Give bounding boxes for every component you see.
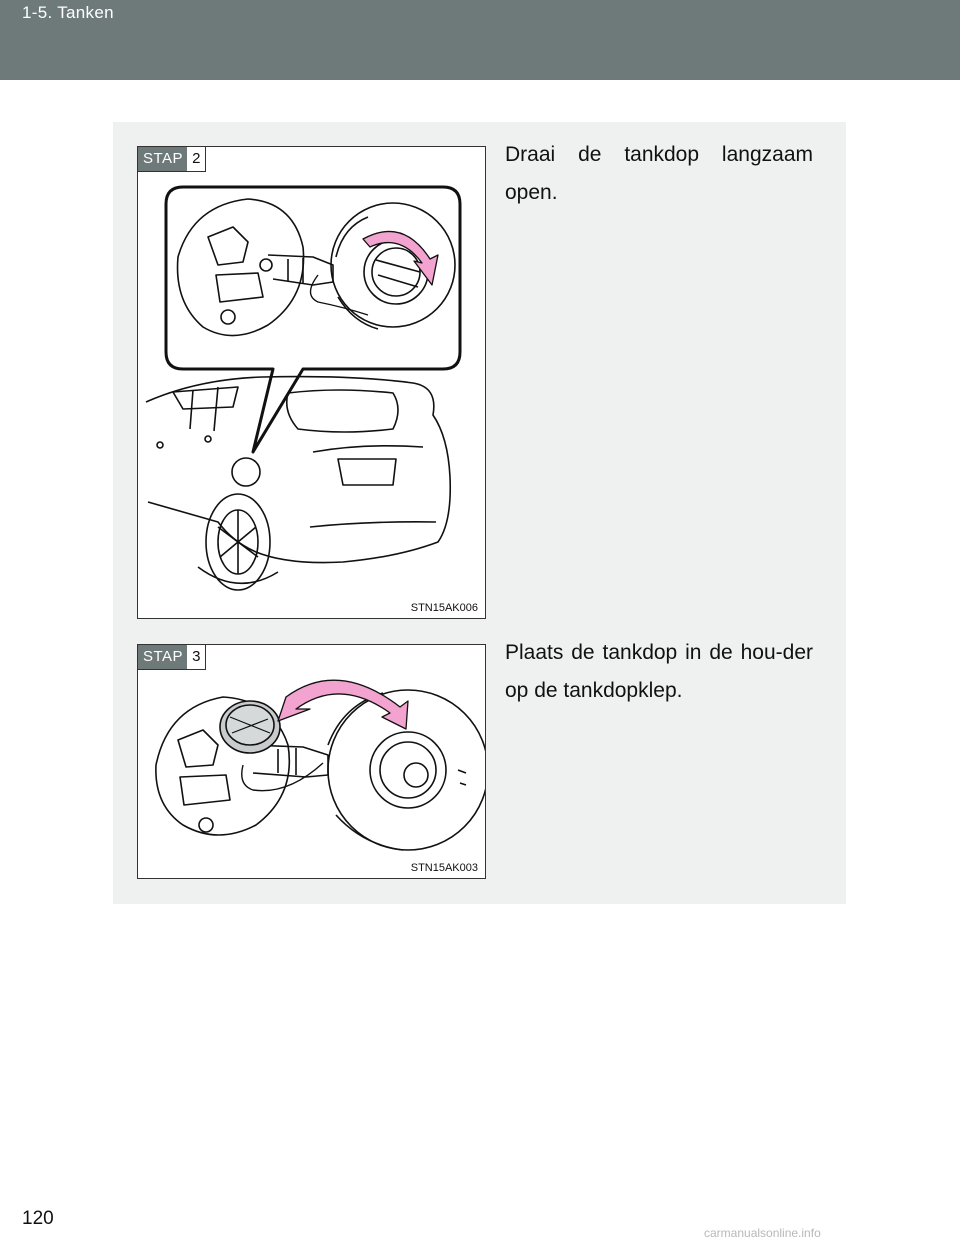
step-3-illustration: STAP 3 STN15AK — [137, 644, 486, 879]
step-3-figure-code: STN15AK003 — [410, 862, 478, 874]
step-2-badge-number: 2 — [187, 147, 206, 171]
step-3-badge: STAP 3 — [138, 645, 207, 670]
page-number: 120 — [22, 1208, 54, 1229]
fuel-cap-open-drawing — [145, 185, 462, 591]
step-2-badge: STAP 2 — [138, 147, 207, 172]
fuel-cap-holder-drawing — [155, 679, 485, 851]
section-title: 1-5. Tanken — [22, 3, 114, 22]
step-3-badge-number: 3 — [187, 645, 206, 669]
step-2-badge-word: STAP — [138, 147, 188, 171]
step-2-instruction: Draai de tankdop langzaam open. — [505, 143, 813, 204]
page-header: 1-5. Tanken — [0, 0, 960, 80]
step-3-instruction: Plaats de tankdop in de hou-der op de ta… — [505, 641, 813, 702]
step-2-figure-code: STN15AK006 — [410, 602, 478, 614]
step-3-badge-word: STAP — [138, 645, 188, 669]
watermark: carmanualsonline.info — [704, 1226, 821, 1240]
step-2-illustration: STAP 2 — [137, 146, 486, 619]
